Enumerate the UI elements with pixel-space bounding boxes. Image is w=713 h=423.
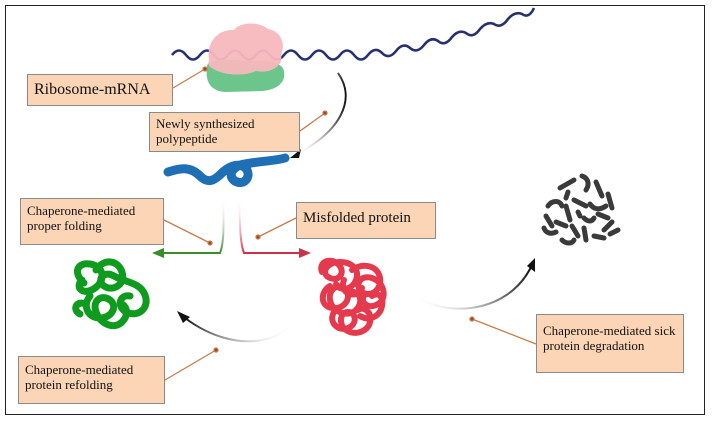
- folded-protein: [72, 258, 150, 330]
- misfolded-protein-label: Misfolded protein: [296, 202, 436, 239]
- misfolded-protein: [318, 257, 387, 336]
- sick-protein-degradation-label: Chaperone-mediated sick protein degradat…: [536, 314, 684, 373]
- misfolding-arrowhead: [299, 248, 311, 258]
- ribosome-mrna-label: Ribosome-mRNA: [27, 74, 173, 106]
- degradation-arrowhead: [527, 258, 535, 272]
- proper-folding-label: Chaperone-mediated proper folding: [20, 198, 164, 245]
- newly-synthesized-polypeptide-label: Newly synthesized polypeptide: [149, 112, 300, 152]
- misfolding-arrow: [238, 195, 300, 254]
- refolding-arrow: [184, 314, 298, 343]
- protein-refolding-label: Chaperone-mediated protein refolding: [18, 356, 165, 404]
- refolding-arrowhead: [177, 311, 190, 323]
- proper-folding-arrow: [162, 195, 225, 254]
- proper-folding-arrowhead: [152, 248, 164, 258]
- degradation-arrow: [409, 266, 532, 310]
- figure-border: [5, 5, 705, 415]
- degraded-fragments: [541, 173, 621, 246]
- label-connectors: [163, 66, 537, 381]
- synthesis-arrow: [294, 72, 347, 156]
- ribosome-large-subunit: [208, 23, 283, 75]
- nascent-polypeptide: [163, 153, 290, 188]
